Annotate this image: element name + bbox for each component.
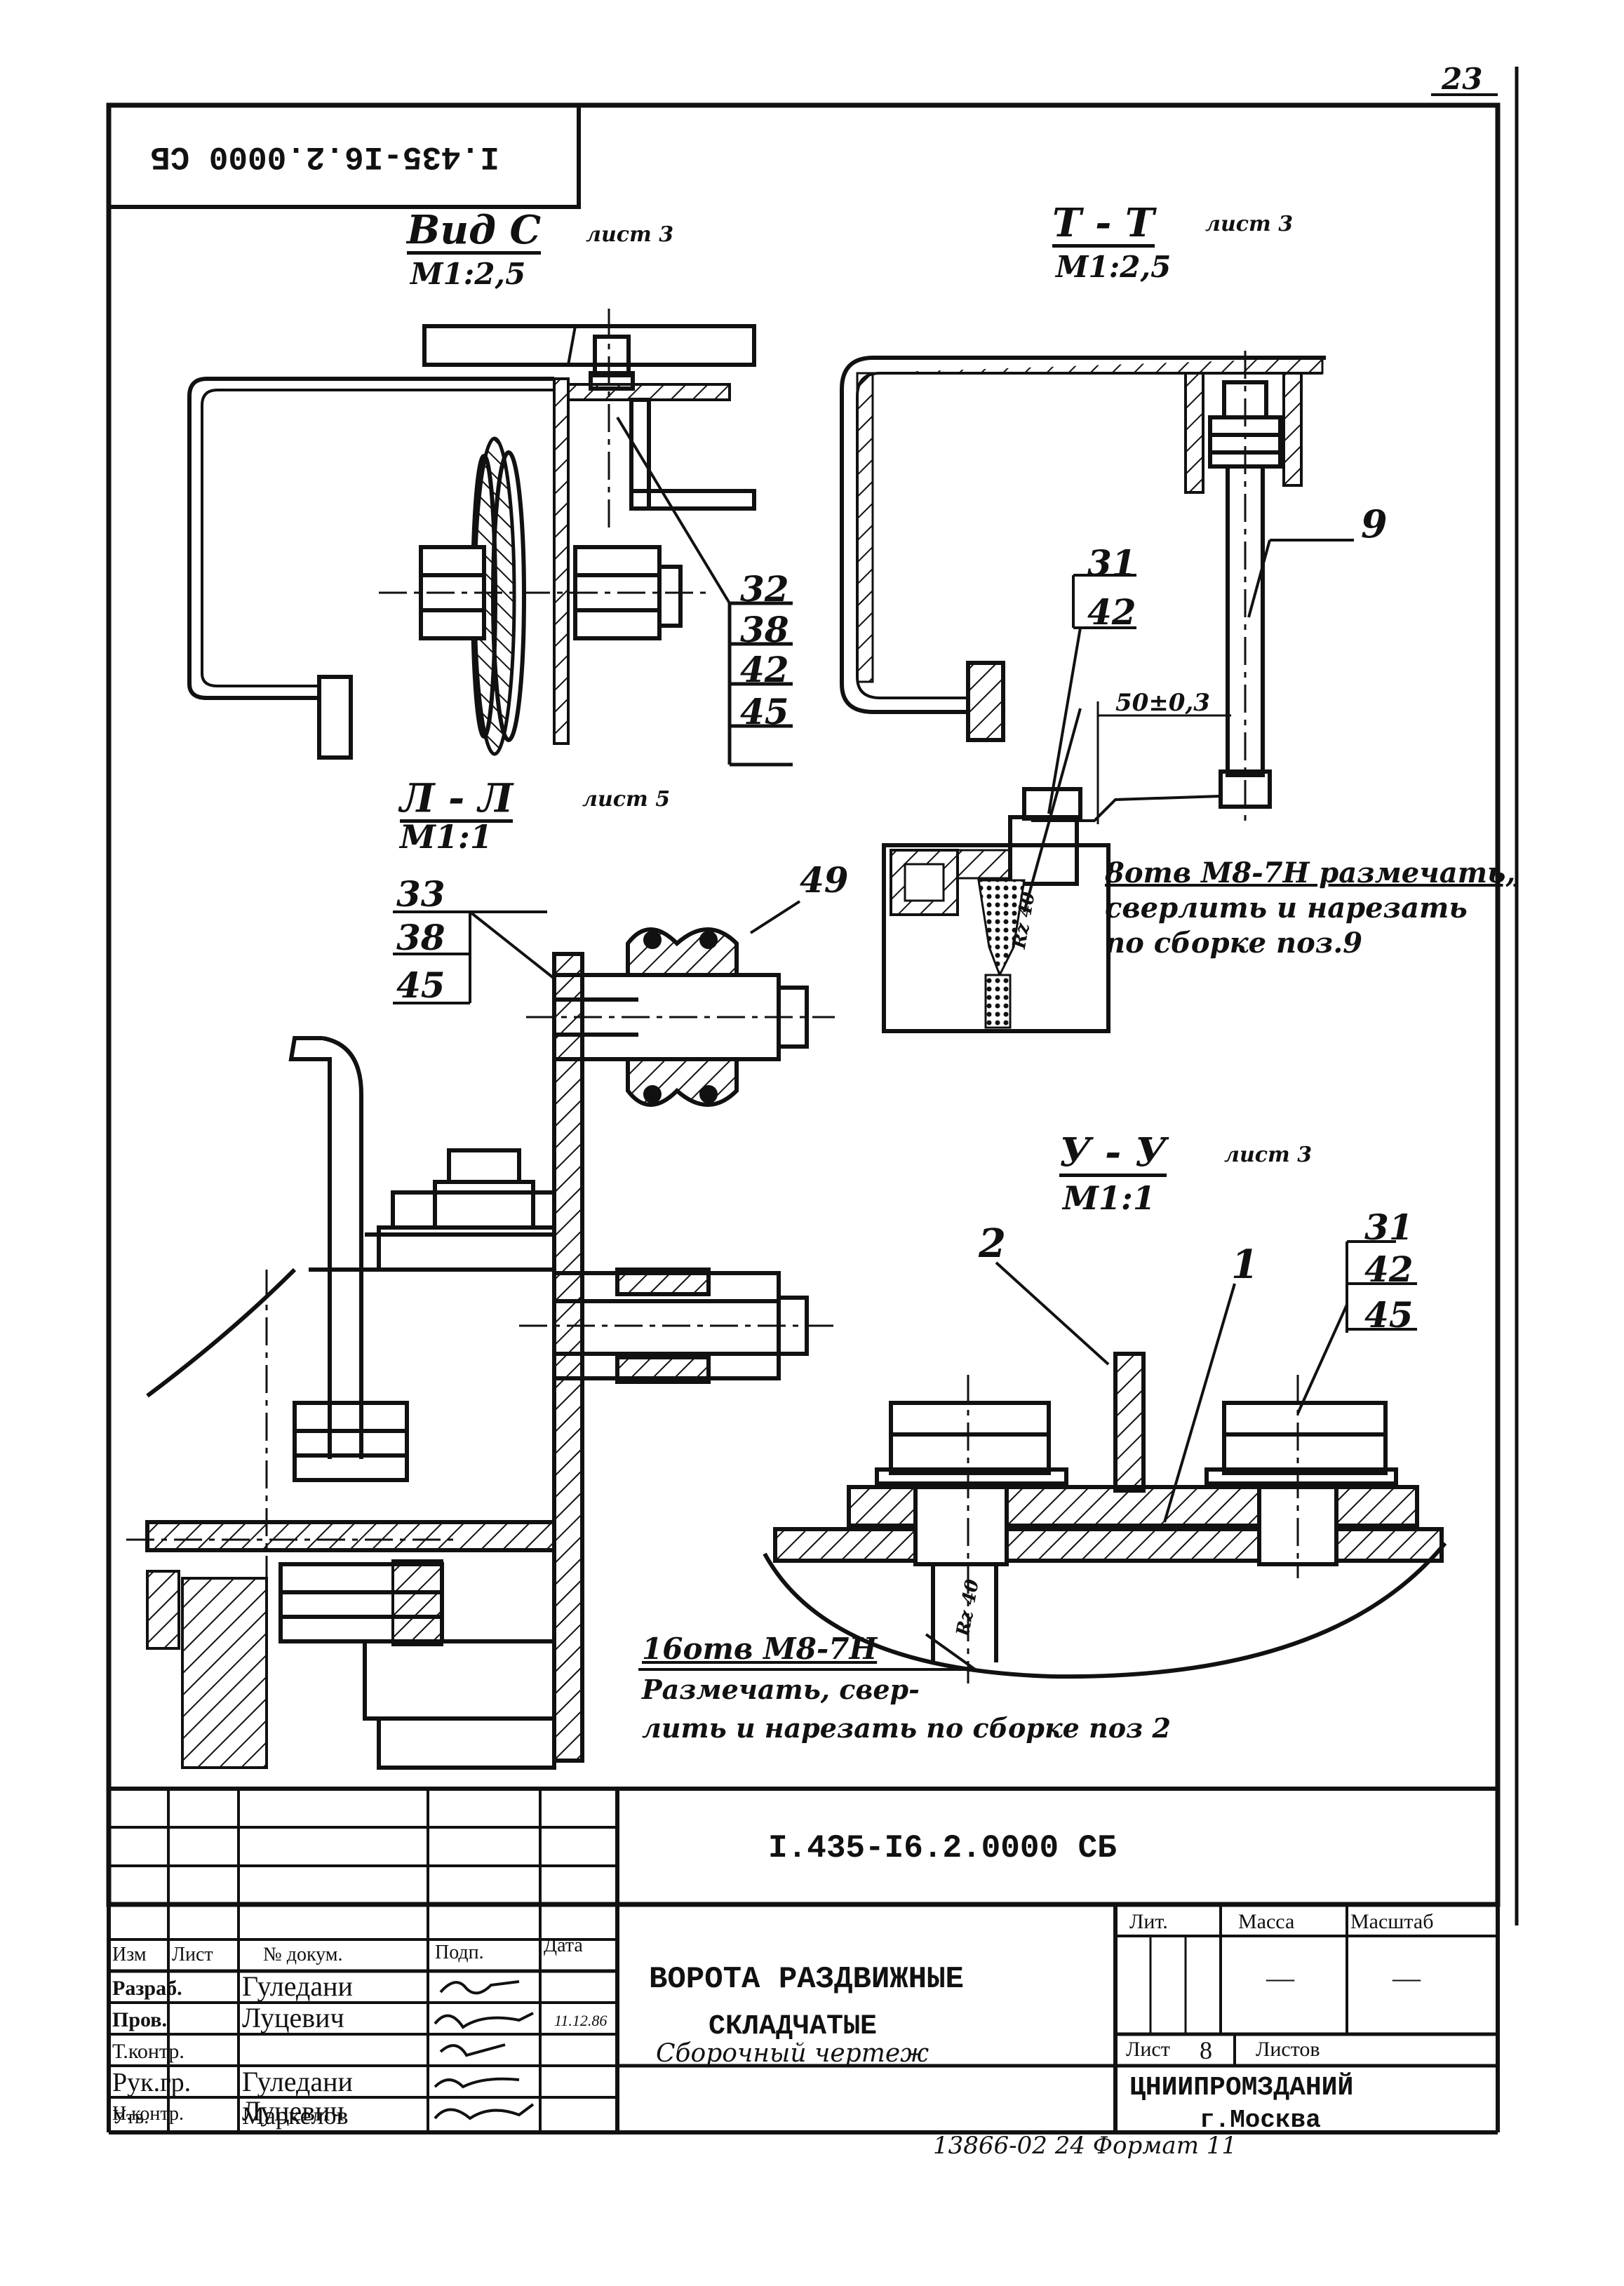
note-line: по сборке поз.9 <box>1105 927 1363 960</box>
position-label: 1 <box>1231 1242 1259 1288</box>
callout-label: 38 <box>396 917 445 958</box>
lit-label: Лит. <box>1129 1910 1168 1933</box>
organization-city: г.Москва <box>1200 2106 1321 2134</box>
note-line: Размечать, свер- <box>642 1674 920 1705</box>
sheet-value: 8 <box>1200 2036 1212 2064</box>
person-name: Луцевич <box>242 2095 344 2127</box>
callout-label: 42 <box>740 649 789 690</box>
sheets-label: Листов <box>1256 2038 1320 2061</box>
view-vid-c-drawing <box>187 309 756 760</box>
callout-label: 42 <box>1087 591 1136 633</box>
view-u-u-scale: М1:1 <box>1063 1179 1155 1217</box>
role-label: Разраб. <box>112 1977 182 2000</box>
view-u-u-sheet-ref: лист 3 <box>1224 1143 1313 1167</box>
view-t-t-scale: М1:2,5 <box>1056 250 1172 284</box>
view-u-u-title: У - У <box>1059 1129 1167 1177</box>
drawing-title-line2: СКЛАДЧАТЫЕ <box>709 2011 878 2043</box>
view-vid-c-scale: М1:2,5 <box>410 257 526 291</box>
header-sign: Подп. <box>435 1942 484 1963</box>
title-block-grid <box>107 1787 1500 2134</box>
role-label: Т.контр. <box>112 2040 184 2063</box>
header-doc-no: № докум. <box>263 1944 343 1965</box>
footer-format: 13866-02 24 Формат 11 <box>933 2132 1237 2160</box>
callout-label: 38 <box>740 609 789 650</box>
view-t-t-title: Т - Т <box>1052 200 1155 248</box>
check-date: 11.12.86 <box>554 2012 608 2029</box>
header-list: Лист <box>172 1944 213 1965</box>
person-name: Гуледани <box>242 1970 353 2002</box>
callout-label: 45 <box>1364 1294 1414 1336</box>
callout-label: 33 <box>396 873 445 915</box>
view-u-u-drawing <box>763 1240 1447 1683</box>
drawing-title-line3: Сборочный чертеж <box>656 2039 930 2068</box>
callout-vid-c <box>727 601 793 767</box>
note-line: сверлить и нарезать <box>1105 892 1468 925</box>
person-name: Маркелов <box>242 2102 349 2130</box>
position-label: 49 <box>800 859 849 901</box>
callout-label: 45 <box>740 691 789 732</box>
role-label: Н.контр. <box>112 2103 184 2125</box>
sheet-label: Лист <box>1126 2038 1170 2061</box>
note-line: 8отв М8-7Н размечать, <box>1105 856 1516 889</box>
callout-label: 32 <box>740 568 789 610</box>
callout-label: 42 <box>1364 1249 1414 1290</box>
view-t-t-drawing <box>840 351 1354 1033</box>
drawing-title-line1: ВОРОТА РАЗДВИЖНЫЕ <box>649 1962 964 1997</box>
page-number: 23 <box>1442 62 1483 96</box>
scale-value: — <box>1393 1962 1421 1993</box>
view-vid-c-title: Вид С <box>407 207 542 255</box>
role-label: Рук.гр. <box>112 2068 192 2097</box>
organization-name: ЦНИИПРОМЗДАНИЙ <box>1129 2073 1354 2103</box>
dimension-label: 50±0,3 <box>1115 689 1210 717</box>
header-izm: Изм <box>112 1944 147 1965</box>
position-label: 9 <box>1361 502 1388 546</box>
mass-label: Масса <box>1238 1910 1295 1933</box>
view-l-l-drawing <box>126 900 977 1770</box>
note-line: 16отв М8-7Н <box>642 1632 878 1666</box>
title-block-doc-code: I.435-I6.2.0000 СБ <box>768 1830 1117 1867</box>
signatures <box>434 1980 535 2120</box>
mass-value: — <box>1266 1962 1294 1993</box>
view-t-t-sheet-ref: лист 3 <box>1205 212 1294 236</box>
view-l-l-sheet-ref: лист 5 <box>582 787 671 812</box>
person-name: Луцевич <box>242 2002 344 2033</box>
note-line: лить и нарезать по сборке поз 2 <box>642 1712 1171 1744</box>
person-name: Гуледани <box>242 2066 353 2097</box>
role-label: Утв. <box>112 2106 149 2128</box>
header-date: Дата <box>544 1935 583 1956</box>
view-l-l-scale: М1:1 <box>400 818 492 856</box>
callout-label: 31 <box>1364 1206 1414 1248</box>
scale-label: Масштаб <box>1350 1910 1434 1933</box>
callout-label: 31 <box>1087 542 1136 584</box>
role-label: Пров. <box>112 2008 167 2031</box>
callout-label: 45 <box>396 964 445 1006</box>
position-label: 2 <box>979 1221 1006 1267</box>
view-l-l-title: Л - Л <box>400 775 514 823</box>
rotated-document-code: I.435-I6.2.0000 СБ <box>151 138 499 175</box>
view-vid-c-sheet-ref: лист 3 <box>586 222 674 247</box>
